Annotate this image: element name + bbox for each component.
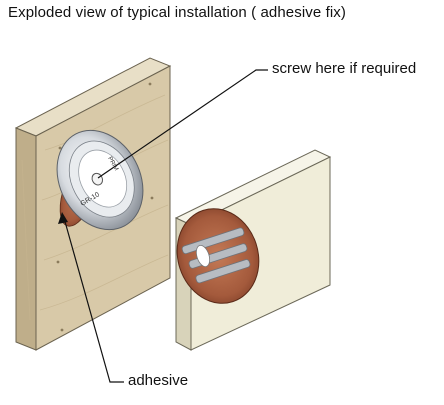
metal-ring-disc bbox=[56, 129, 144, 231]
adhesive-arrow-head bbox=[58, 212, 68, 224]
diagram-title: Exploded view of typical installation ( … bbox=[8, 4, 346, 21]
adhesive-on-panel bbox=[176, 208, 260, 304]
adhesive-leader-line bbox=[63, 217, 124, 383]
callout-leaders bbox=[63, 69, 268, 383]
screw-leader-line bbox=[97, 69, 268, 179]
callout-screw-label: screw here if required bbox=[272, 60, 417, 77]
callout-adhesive-label: adhesive bbox=[128, 372, 189, 389]
